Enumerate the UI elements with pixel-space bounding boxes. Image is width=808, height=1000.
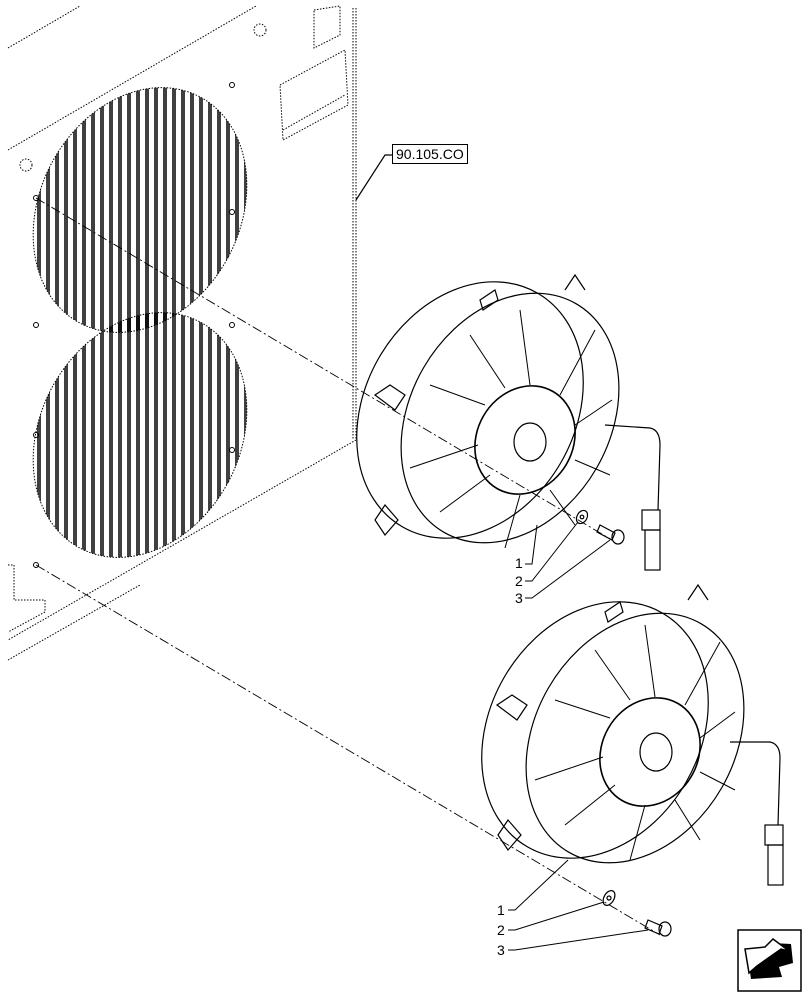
previous-view-arrow-icon[interactable] xyxy=(737,929,802,992)
callout-2-lower: 2 xyxy=(497,922,505,938)
reference-label-box[interactable]: 90.105.CO xyxy=(392,144,468,164)
callout-3-lower: 3 xyxy=(497,942,505,958)
fan-lower xyxy=(481,583,784,886)
callout-1-lower: 1 xyxy=(497,902,505,918)
callout-2-upper: 2 xyxy=(515,573,523,589)
callout-leaders xyxy=(508,521,649,951)
callout-1-upper: 1 xyxy=(515,555,523,571)
washer-upper xyxy=(575,509,589,525)
callout-3-upper: 3 xyxy=(515,590,523,606)
fan-upper xyxy=(356,273,661,571)
reference-leader xyxy=(355,154,392,201)
radiator-shroud xyxy=(7,5,357,661)
assembly-centerlines xyxy=(35,197,661,936)
mounting-holes xyxy=(33,82,235,568)
bolt-upper xyxy=(596,524,625,545)
washer-lower xyxy=(602,890,616,906)
grille-lower xyxy=(20,300,260,570)
bolt-lower xyxy=(644,919,672,937)
